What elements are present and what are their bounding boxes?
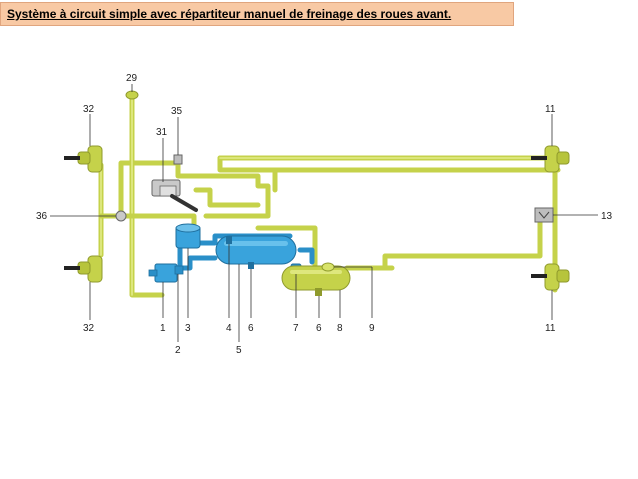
- label-13: 13: [601, 211, 613, 222]
- label-32-top: 32: [83, 104, 95, 115]
- valve-4: [226, 236, 232, 244]
- label-36: 36: [36, 211, 48, 222]
- number-labels: 29 35 31 32 32 36 11 11 13 1 2 3 4 5 6 7…: [36, 73, 613, 356]
- drain-valve-6b: [315, 288, 322, 296]
- leader-lines: [50, 84, 598, 342]
- green-pipe-network: [98, 92, 561, 298]
- page-title: Système à circuit simple avec répartiteu…: [7, 7, 452, 21]
- green-reservoir-8: [281, 265, 351, 291]
- label-1: 1: [160, 323, 166, 334]
- relay-valve: [534, 207, 554, 223]
- label-4: 4: [226, 323, 232, 334]
- left-wheel-chamber-bottom: [64, 255, 103, 283]
- valve-35: [173, 154, 183, 165]
- regulator-2: [174, 265, 184, 275]
- label-11-top: 11: [545, 104, 556, 115]
- brake-valve-31: [151, 179, 198, 212]
- label-29: 29: [126, 73, 138, 84]
- label-35: 35: [171, 106, 183, 117]
- air-filter-3: [175, 223, 201, 249]
- label-6-second: 6: [316, 323, 322, 334]
- label-2: 2: [175, 345, 181, 356]
- title-bar: Système à circuit simple avec répartiteu…: [0, 2, 514, 26]
- pressure-gauge-29: [125, 90, 139, 100]
- label-31: 31: [156, 127, 168, 138]
- label-7: 7: [293, 323, 299, 334]
- valve-9: [321, 262, 335, 272]
- right-wheel-chamber-bottom: [531, 263, 570, 291]
- label-9: 9: [369, 323, 375, 334]
- label-5: 5: [236, 345, 242, 356]
- compressor-1: [148, 263, 178, 283]
- connector-36: [115, 210, 127, 222]
- label-11-bottom: 11: [545, 323, 556, 334]
- label-8: 8: [337, 323, 343, 334]
- right-wheel-chamber-top: [531, 145, 570, 173]
- label-3: 3: [185, 323, 191, 334]
- blue-reservoir-5: [215, 235, 297, 265]
- label-6-first: 6: [248, 323, 254, 334]
- left-wheel-chamber-top: [64, 145, 103, 173]
- drain-valve-6a: [248, 262, 254, 269]
- label-32-bottom: 32: [83, 323, 95, 334]
